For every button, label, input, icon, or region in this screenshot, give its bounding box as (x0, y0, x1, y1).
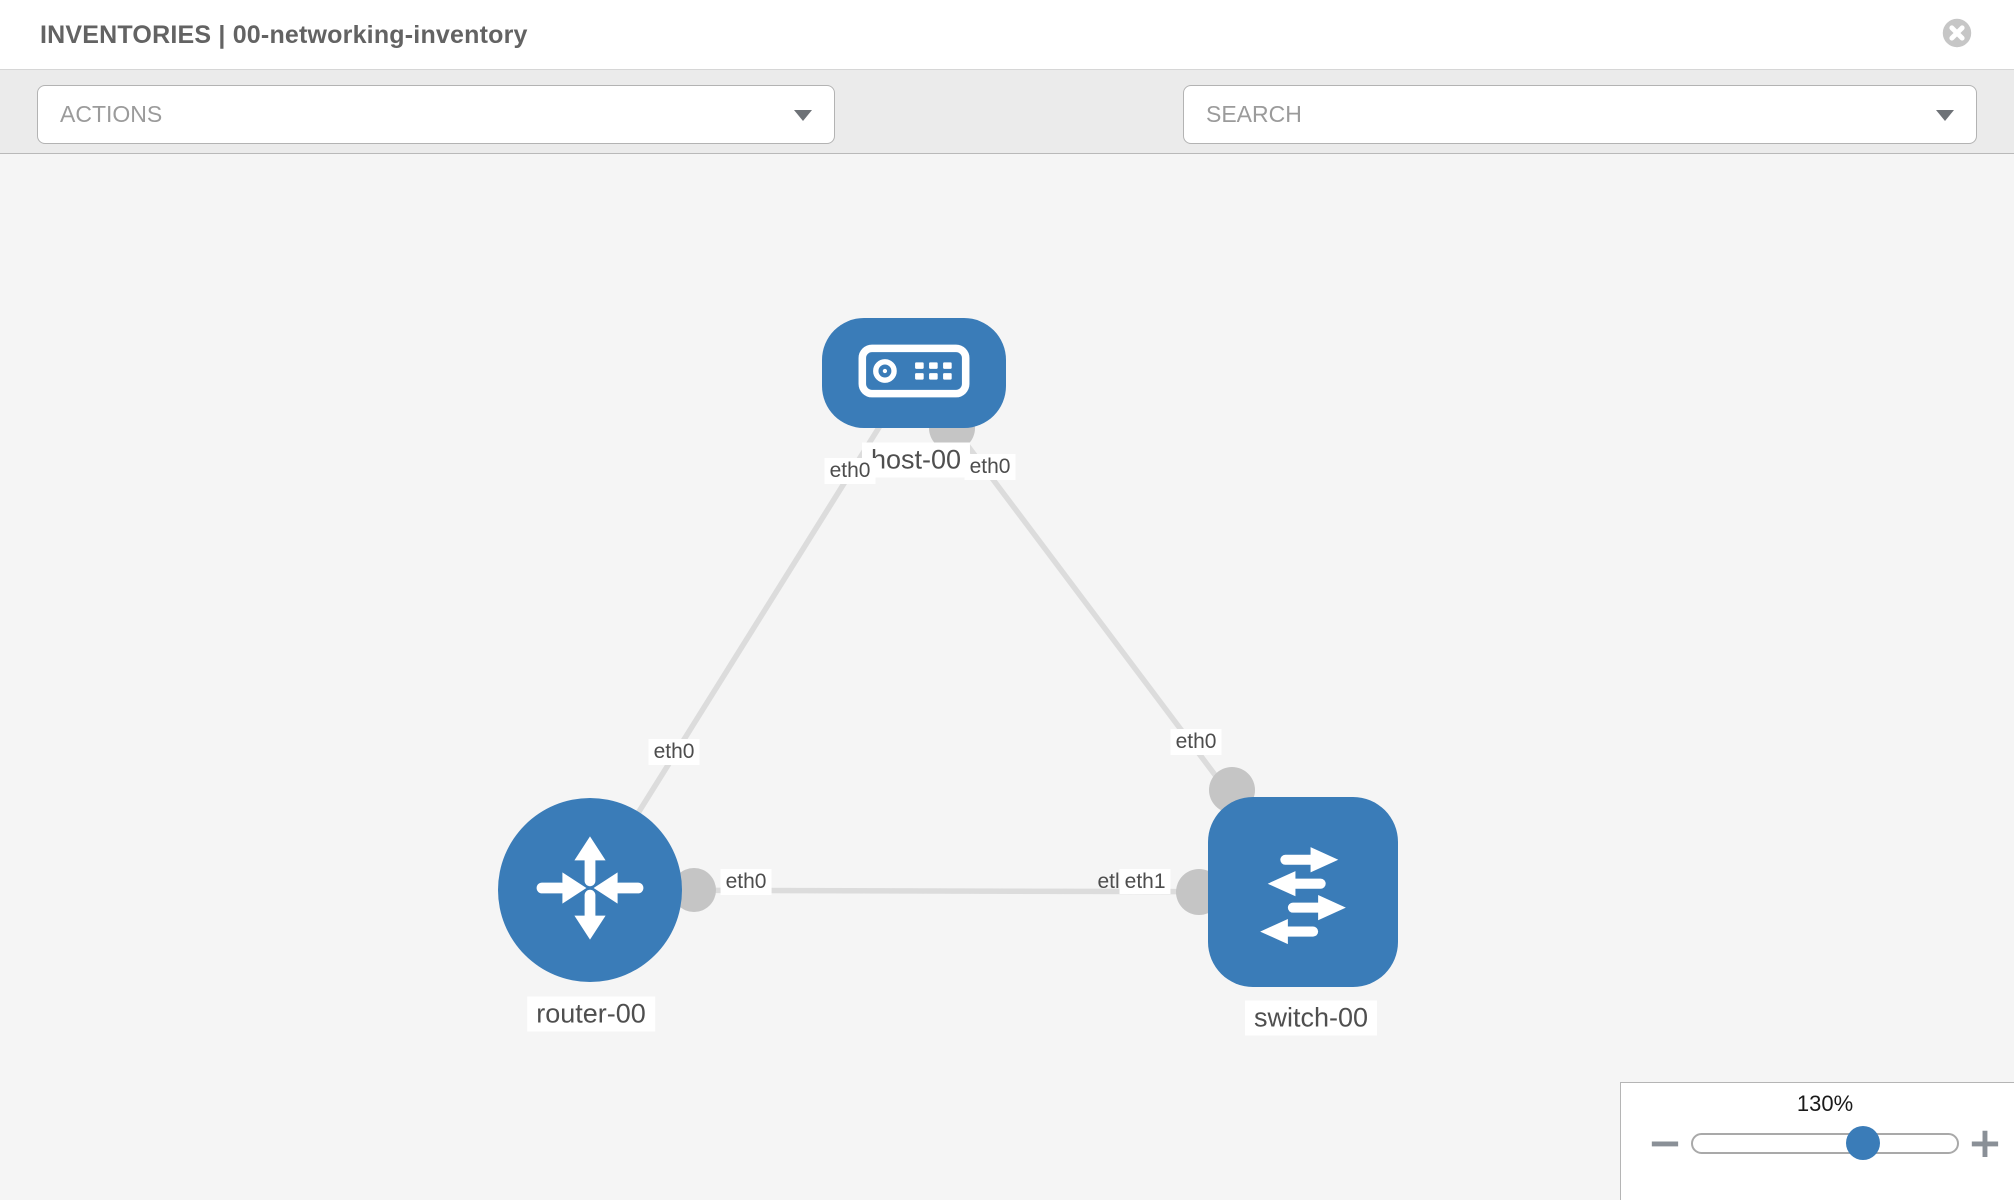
chevron-down-icon (1936, 109, 1954, 121)
node-label-switch-00: switch-00 (1244, 1000, 1378, 1036)
close-button[interactable] (1941, 17, 1973, 49)
zoom-control-panel: 130% − + (1620, 1082, 2014, 1200)
actions-dropdown-value: ACTIONS (60, 101, 163, 127)
page-title: INVENTORIES | 00-networking-inventory (40, 20, 528, 49)
window-header: INVENTORIES | 00-networking-inventory (0, 0, 2014, 70)
search-dropdown[interactable]: SEARCH (1183, 85, 1977, 144)
zoom-slider-handle[interactable] (1846, 1126, 1880, 1160)
chevron-down-icon (794, 109, 812, 121)
minus-icon: − (1647, 1118, 1683, 1167)
iface-label-router-eth0-uplink: eth0 (648, 739, 700, 765)
iface-label-switch-eth1: eth1 (1119, 869, 1171, 894)
iface-label-host-eth0-left: eth0 (824, 458, 876, 484)
iface-label-host-eth0-right: eth0 (964, 454, 1016, 480)
topology-canvas[interactable]: host-00 router-00 switch-00 eth0 eth0 et… (0, 154, 2014, 1200)
zoom-level-value: 130% (1796, 1091, 1854, 1116)
iface-label-switch-eth0-uplink: eth0 (1170, 729, 1222, 755)
plus-icon: + (1967, 1118, 2003, 1167)
router-arrows-icon (530, 828, 650, 953)
zoom-out-button[interactable]: − (1645, 1118, 1685, 1167)
node-label-host-00: host-00 (861, 442, 971, 478)
node-host-00[interactable] (822, 318, 1006, 428)
iface-label-fragment: etl (1097, 870, 1120, 893)
zoom-in-button[interactable]: + (1965, 1118, 2005, 1167)
links-layer (587, 371, 1306, 915)
zoom-slider-track[interactable] (1691, 1133, 1959, 1154)
search-dropdown-value: SEARCH (1206, 101, 1302, 127)
switch-arrows-icon (1240, 827, 1366, 958)
toolbar: ACTIONS SEARCH (0, 70, 2014, 202)
endpoint-router-eth0 (672, 868, 716, 912)
node-router-00[interactable] (498, 798, 682, 982)
iface-label-router-eth0-mid: eth0 (720, 869, 772, 895)
actions-dropdown[interactable]: ACTIONS (37, 85, 835, 144)
close-icon (1941, 18, 1973, 52)
node-label-router-00: router-00 (527, 996, 655, 1032)
node-switch-00[interactable] (1208, 797, 1398, 987)
server-icon (858, 344, 970, 403)
